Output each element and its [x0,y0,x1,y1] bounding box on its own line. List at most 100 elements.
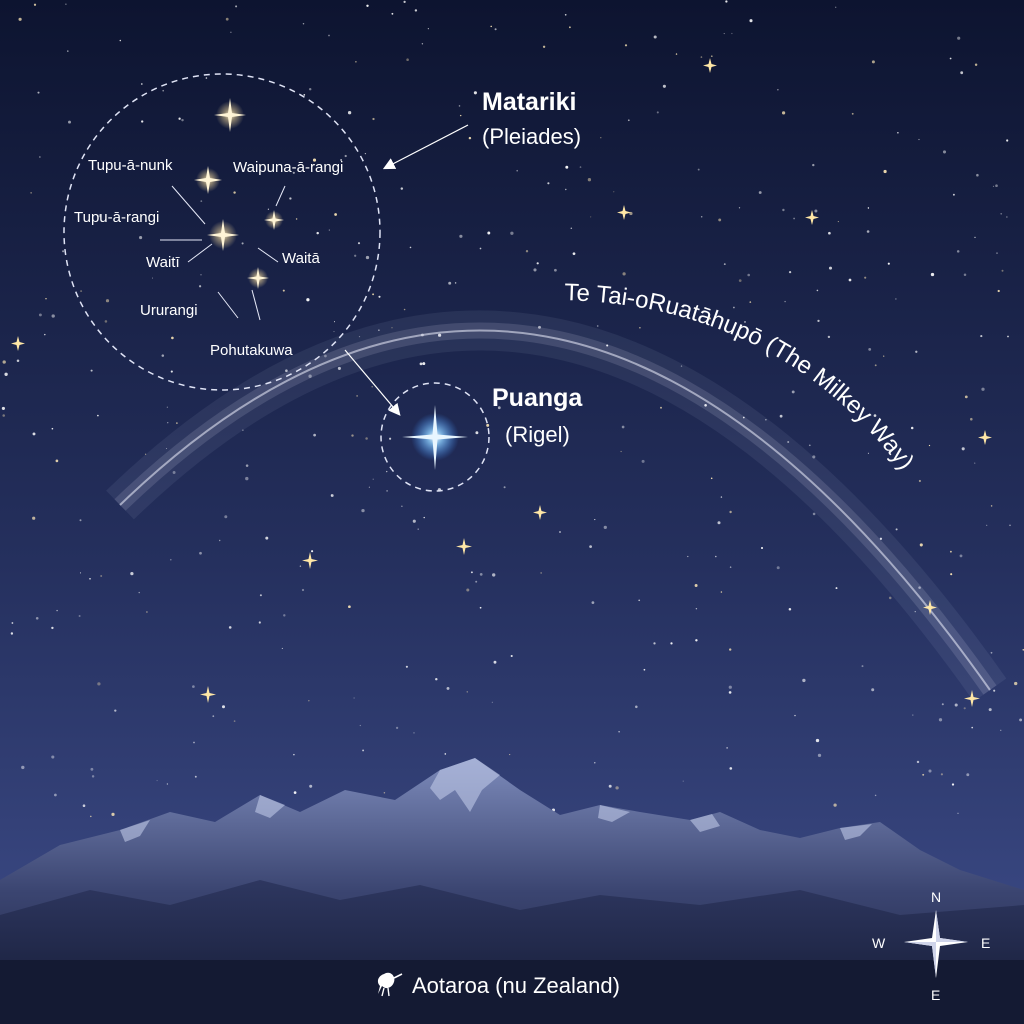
background-star [742,416,745,419]
background-star [725,0,728,3]
matariki-pointer-arrow [382,124,469,170]
background-star [976,173,979,177]
background-star [67,50,69,52]
matariki-subtitle: (Pleiades) [482,124,581,149]
background-star [710,55,713,58]
background-star [974,236,976,239]
background-star [486,423,490,427]
background-star [827,335,831,339]
background-star [1019,718,1023,722]
background-star [510,231,514,235]
background-star [720,591,723,593]
background-star [732,306,735,309]
background-star [697,168,700,171]
background-star [729,566,732,568]
background-star [1006,139,1009,142]
background-star [400,187,404,190]
background-star [957,812,959,814]
background-star [337,366,341,370]
background-star [458,105,461,107]
background-star [289,197,292,200]
background-star [80,290,83,293]
background-star [21,765,25,770]
background-star [828,266,833,270]
puanga-star [402,405,468,470]
background-star [371,386,373,388]
background-star [259,594,262,597]
background-star [587,178,592,182]
background-star [738,207,741,209]
background-star [887,262,890,265]
background-star [525,250,529,253]
background-star [747,273,751,277]
background-star [990,651,993,654]
background-star [358,336,361,338]
background-star [542,45,546,48]
background-star [114,709,117,712]
background-star [333,321,336,323]
background-star [38,313,42,317]
background-star [293,791,297,794]
background-star [62,250,65,253]
background-star [485,129,488,132]
background-star [594,762,596,764]
background-star [848,278,852,282]
background-star [419,362,423,366]
background-star [267,208,270,210]
background-star [105,299,110,303]
background-star [356,395,358,397]
background-star [793,217,795,220]
background-star [749,301,752,303]
background-star [78,615,81,617]
background-star [966,773,970,777]
background-star [193,741,195,744]
background-star [596,325,599,327]
background-star [368,486,370,488]
background-star [995,184,998,188]
background-star [344,154,347,158]
background-star [181,118,184,122]
background-star [39,156,41,158]
background-star [731,32,733,35]
background-star [814,209,818,213]
background-star [949,57,952,60]
matariki-title: Matariki [482,88,576,116]
background-star [172,471,176,474]
background-star [950,573,953,576]
background-star [988,708,992,712]
background-star [1014,681,1018,686]
background-star [386,470,388,473]
background-star [178,117,181,120]
background-star [90,369,93,372]
background-star [992,185,995,188]
background-star [65,3,67,5]
puanga-boundary-circle [380,382,490,492]
background-star [365,437,368,440]
background-star [316,231,319,235]
background-star [328,229,330,231]
background-star [412,519,416,523]
background-star [10,632,14,635]
background-star [788,607,792,611]
background-star [867,452,869,454]
compass-south-label: E [931,987,940,1003]
compass-rose: N W E E [872,889,990,1003]
background-star [334,213,337,216]
background-star [90,767,94,771]
background-star [897,132,899,134]
background-star [492,573,496,577]
background-star [224,515,228,519]
background-star [466,691,468,693]
background-star [475,431,479,435]
background-star [729,648,732,651]
background-star [497,406,501,410]
background-star [98,214,102,218]
background-star [720,496,723,498]
mountain-snow-highlights [120,758,872,842]
background-star [782,208,785,212]
background-star [510,654,513,658]
background-star [389,437,392,440]
background-star [951,783,955,786]
background-star [879,537,883,540]
background-star [119,39,122,42]
